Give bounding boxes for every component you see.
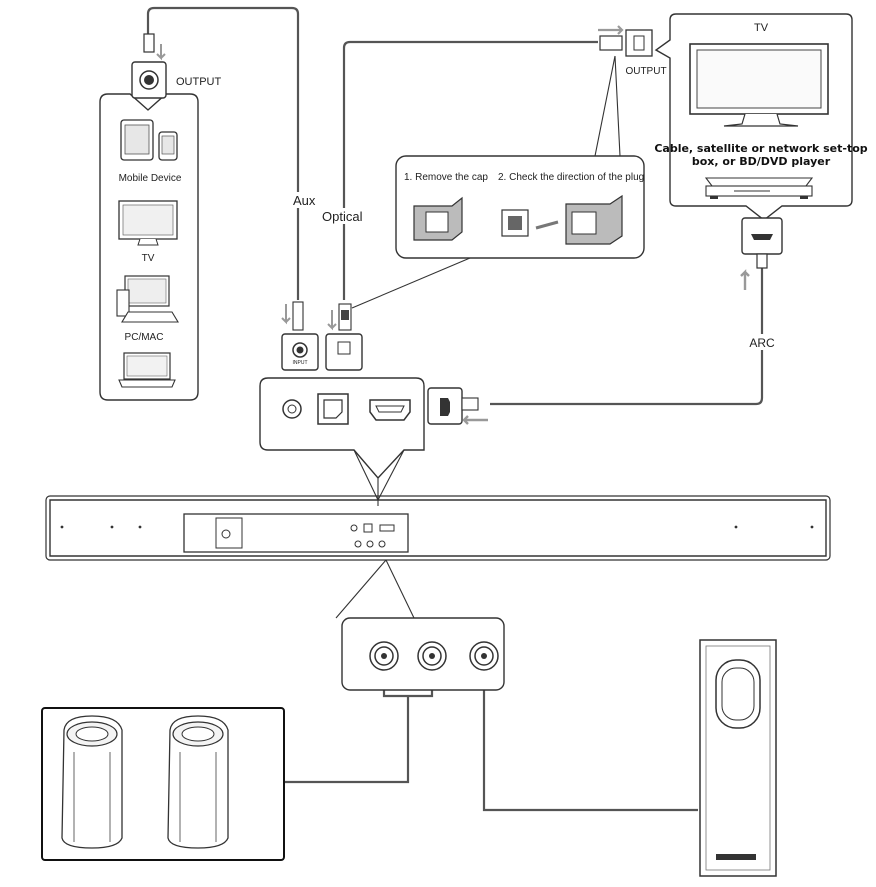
left-arrow-icon xyxy=(462,415,488,425)
plug-direction-illustration xyxy=(501,194,623,245)
remove-cap-illustration xyxy=(413,196,463,241)
aux-label: Aux xyxy=(293,193,316,208)
satellite-right-port xyxy=(417,641,447,671)
tv-source-panel: TV Cable, satellite or network set-top b… xyxy=(654,13,868,290)
callout-step1: 1. Remove the cap xyxy=(404,172,488,183)
soundbar-input-panel: INPUT xyxy=(259,301,488,480)
pc-mac-icon xyxy=(116,275,179,323)
tv-caption-line1: Cable, satellite or network set-top xyxy=(654,142,867,155)
pc-mac-label: PC/MAC xyxy=(125,332,164,343)
callout-step2: 2. Check the direction of the plug xyxy=(498,172,644,183)
subwoofer-port xyxy=(469,641,499,671)
tv-large-icon xyxy=(689,43,829,127)
optical-label: Optical xyxy=(322,209,363,224)
speaker-output-panel xyxy=(341,617,505,691)
tv-icon xyxy=(118,200,178,246)
down-arrow-icon xyxy=(281,304,291,325)
tv-device-label: TV xyxy=(142,253,155,264)
brand-logo xyxy=(716,854,756,860)
hdmi-port xyxy=(369,399,411,421)
tv-title: TV xyxy=(754,22,769,34)
optical-cable xyxy=(342,40,598,300)
right-arrow-icon xyxy=(598,25,624,35)
output-label-left: OUTPUT xyxy=(176,76,222,88)
subwoofer-cable xyxy=(482,668,698,812)
arc-label: ARC xyxy=(749,336,775,350)
aux-cable xyxy=(146,6,300,300)
optical-port xyxy=(317,393,349,425)
down-arrow-icon xyxy=(327,310,337,331)
laptop-icon xyxy=(118,352,176,388)
up-arrow-icon xyxy=(740,269,750,290)
output-label-right: OUTPUT xyxy=(625,66,666,77)
tv-optical-output: OUTPUT xyxy=(598,25,667,77)
mobile-device-label: Mobile Device xyxy=(119,173,182,184)
soundbar xyxy=(45,449,831,619)
subwoofer xyxy=(699,639,777,877)
source-devices-panel: OUTPUT Mobile Device TV PC/MAC xyxy=(99,33,222,401)
satellite-speaker-right xyxy=(167,715,229,849)
down-arrow-icon xyxy=(156,44,166,61)
satellite-left-port xyxy=(369,641,399,671)
input-label: INPUT xyxy=(293,360,308,366)
satellite-speakers-box xyxy=(41,707,285,861)
arc-cable xyxy=(490,262,764,406)
tv-caption-line2: box, or BD/DVD player xyxy=(692,155,831,168)
bd-player-icon xyxy=(704,177,814,199)
optical-plug-callout: 1. Remove the cap 2. Check the direction… xyxy=(351,55,645,309)
satellite-speaker-left xyxy=(61,715,123,849)
mobile-device-icon xyxy=(120,119,178,161)
